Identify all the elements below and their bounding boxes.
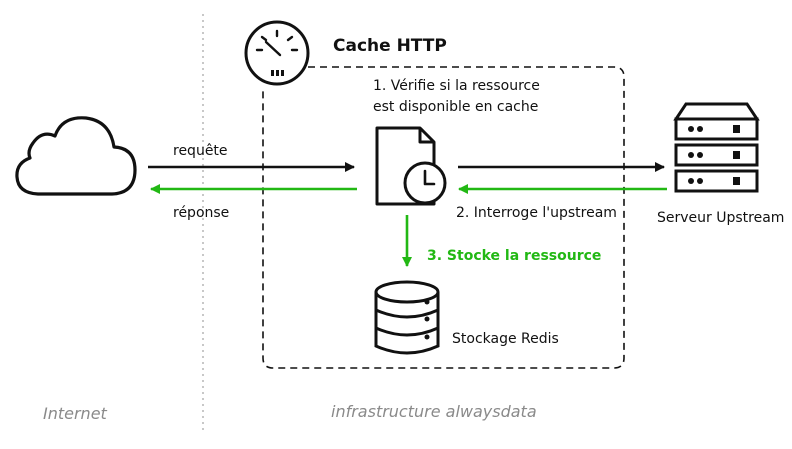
zone-internet-label: Internet (43, 404, 107, 423)
request-label: requête (173, 143, 228, 159)
gauge-icon (244, 20, 310, 86)
cloud-icon (15, 116, 137, 196)
zone-infrastructure-label: infrastructure alwaysdata (331, 402, 537, 421)
upstream-label: Serveur Upstream (657, 210, 785, 226)
step1-label-line2: est disponible en cache (373, 99, 539, 115)
response-label: réponse (173, 205, 230, 221)
diagram-title: Cache HTTP (333, 36, 447, 56)
database-icon (374, 280, 440, 355)
storage-label: Stockage Redis (452, 331, 559, 347)
server-icon (673, 102, 760, 193)
step2-label: 2. Interroge l'upstream (456, 205, 617, 221)
cache-boundary (262, 66, 625, 369)
step1-label-line1: 1. Vérifie si la ressource (373, 78, 540, 94)
clock-icon (403, 161, 447, 205)
step3-label: 3. Stocke la ressource (427, 248, 602, 264)
